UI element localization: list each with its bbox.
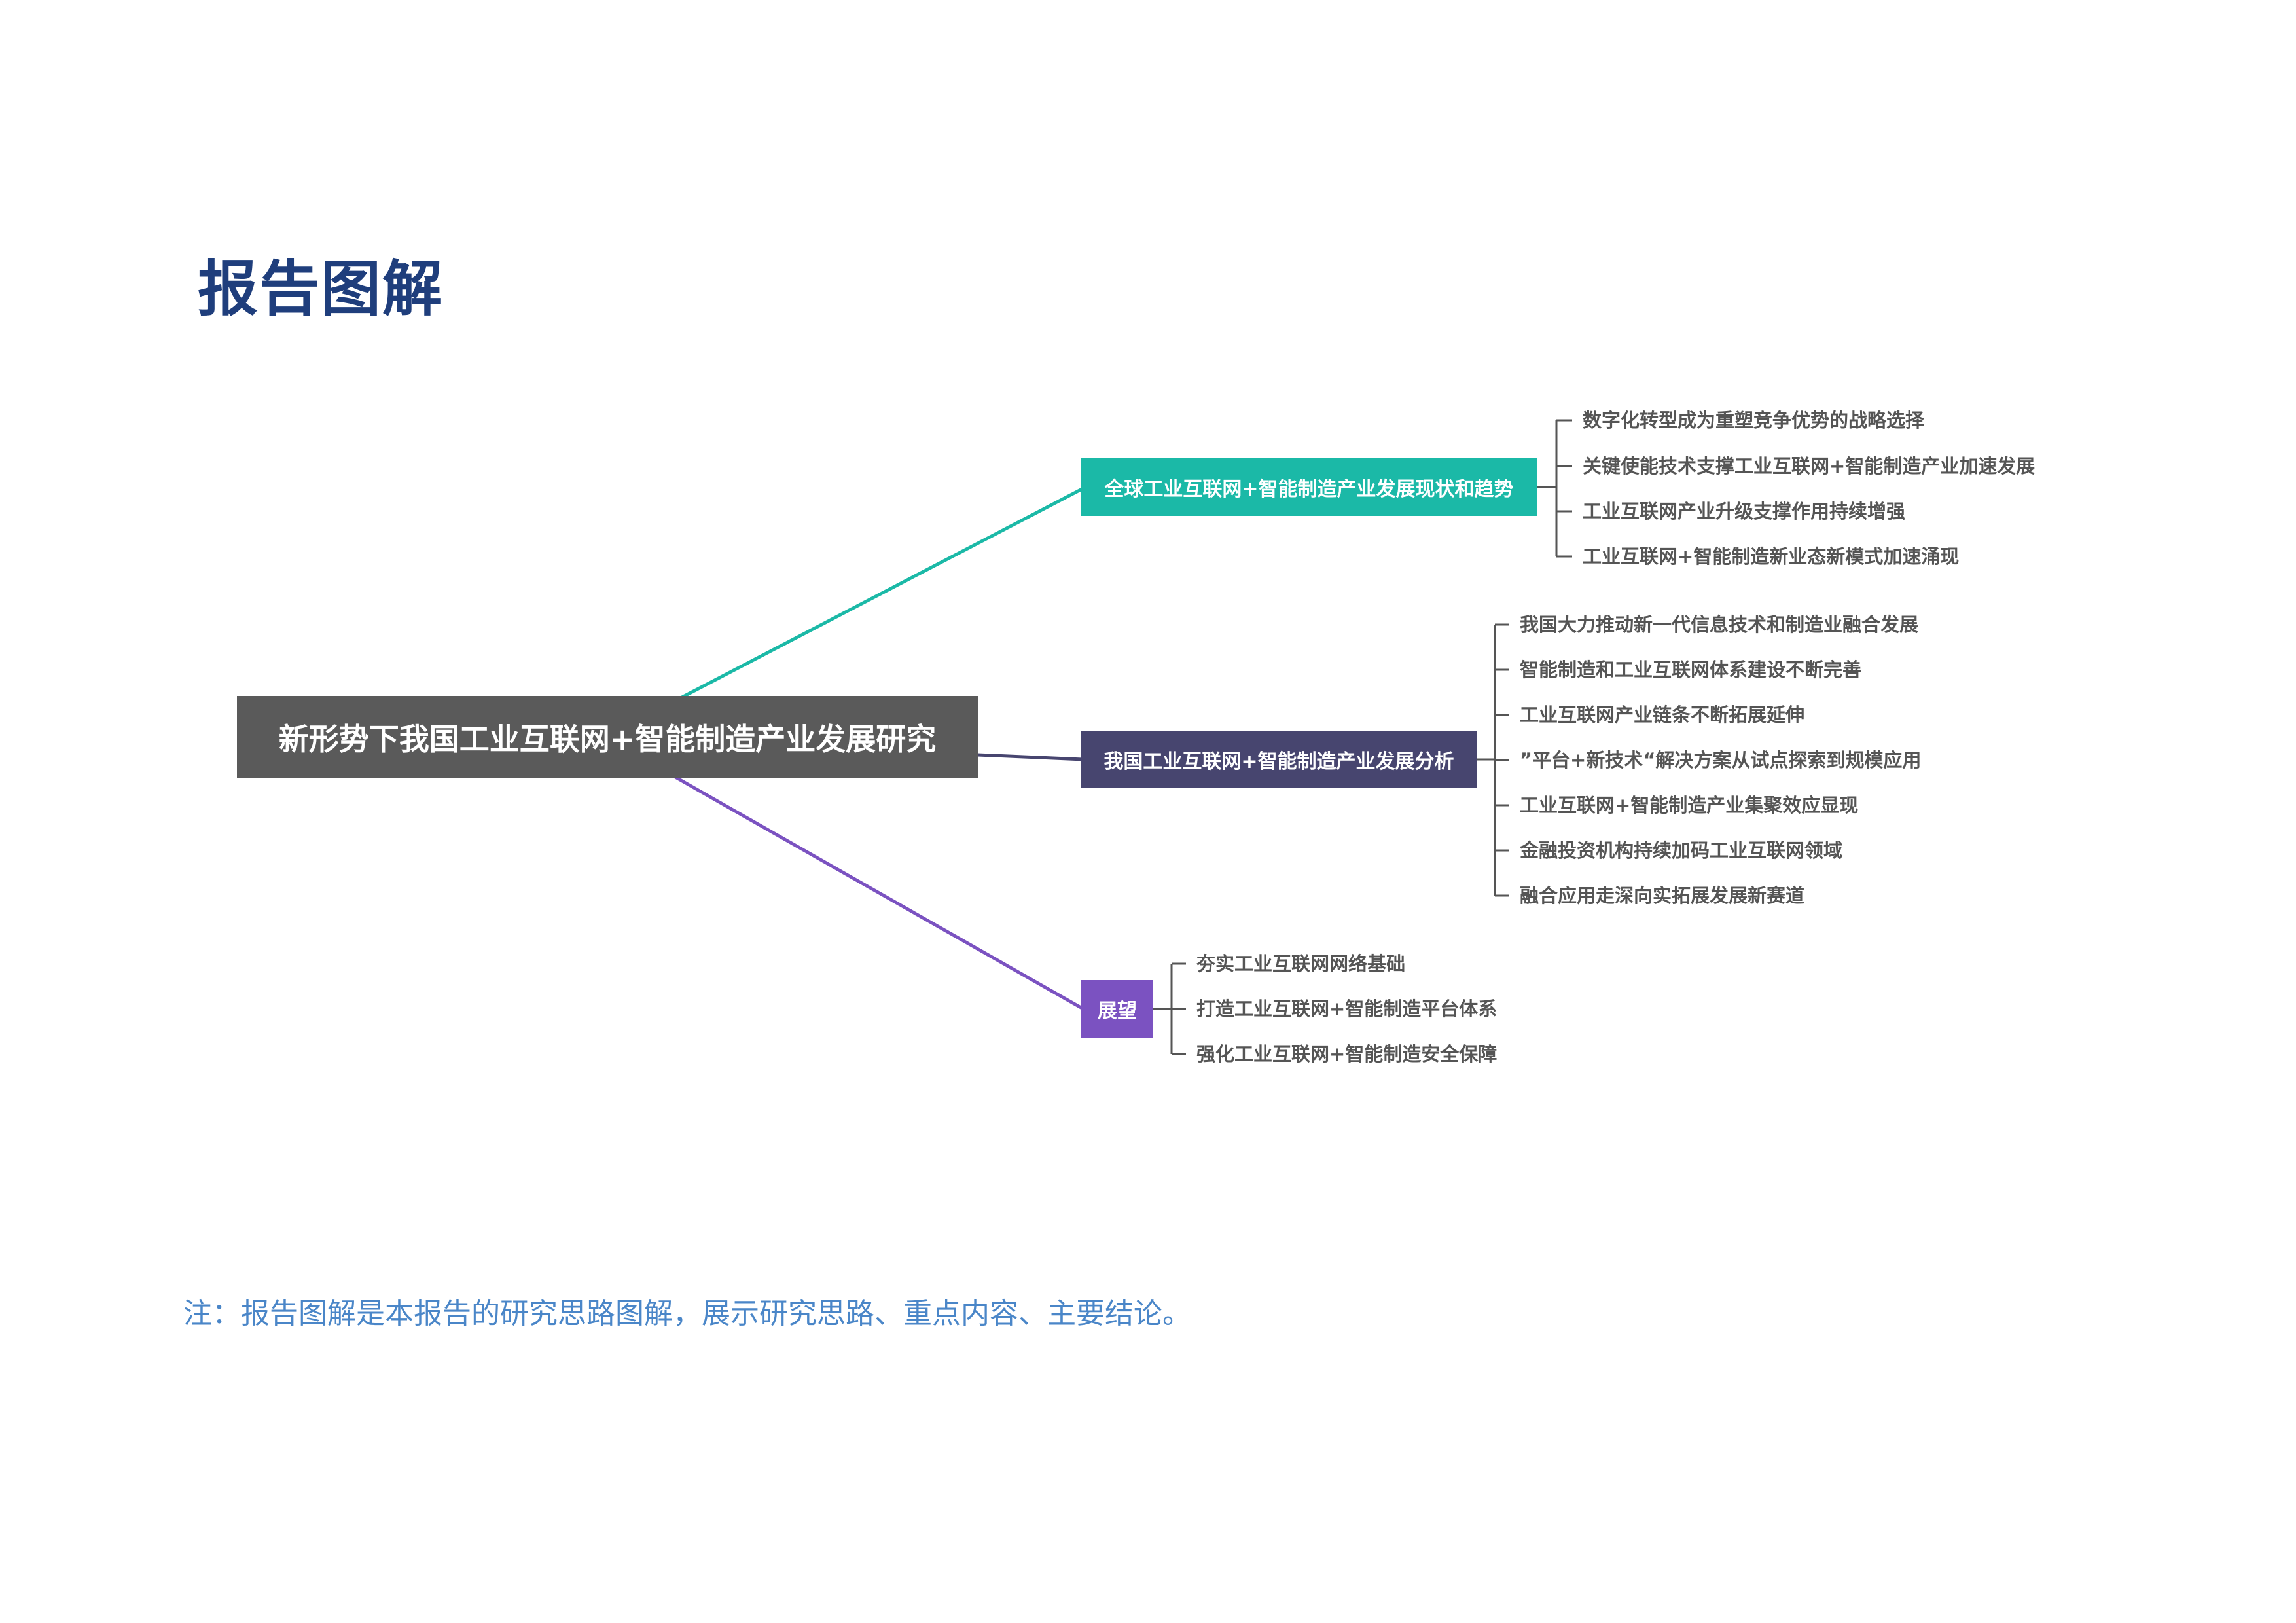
branch-domestic-analysis: 我国工业互联网+智能制造产业发展分析: [1081, 731, 1477, 788]
leaf-item: 数字化转型成为重塑竞争优势的战略选择: [1583, 409, 1925, 431]
leaf-item: 工业互联网+智能制造新业态新模式加速涌现: [1583, 545, 1960, 568]
footnote: 注：报告图解是本报告的研究思路图解，展示研究思路、重点内容、主要结论。: [183, 1297, 1191, 1330]
leaf-item: 我国大力推动新一代信息技术和制造业融合发展: [1520, 613, 1919, 636]
connector-root-branch-2: [977, 753, 1084, 761]
leaf-item: 工业互联网产业链条不断拓展延伸: [1520, 704, 1805, 726]
leaf-item: 打造工业互联网+智能制造平台体系: [1196, 998, 1498, 1020]
leaf-item: 智能制造和工业互联网体系建设不断完善: [1520, 659, 1862, 681]
connector-root-branch-1: [679, 486, 1085, 700]
bracket-branch-2: [1477, 623, 1509, 897]
leaf-item: 关键使能技术支撑工业互联网+智能制造产业加速发展: [1583, 455, 2036, 477]
leaf-item: 工业互联网产业升级支撑作用持续增强: [1583, 500, 1906, 522]
leaf-item: ”平台+新技术“解决方案从试点探索到规模应用: [1520, 749, 1922, 771]
leaf-item: 工业互联网+智能制造产业集聚效应显现: [1520, 794, 1859, 816]
leaf-item: 强化工业互联网+智能制造安全保障: [1196, 1043, 1498, 1065]
leaf-item: 融合应用走深向实拓展发展新赛道: [1520, 884, 1805, 907]
mindmap-root: 新形势下我国工业互联网+智能制造产业发展研究: [237, 696, 978, 778]
branch-outlook: 展望: [1081, 980, 1153, 1038]
bracket-branch-1: [1537, 419, 1572, 558]
branch-global-status: 全球工业互联网+智能制造产业发展现状和趋势: [1081, 458, 1537, 516]
page-title: 报告图解: [198, 253, 444, 324]
leaf-item: 夯实工业互联网网络基础: [1196, 953, 1406, 975]
bracket-branch-3: [1153, 962, 1186, 1055]
leaf-item: 金融投资机构持续加码工业互联网领域: [1520, 839, 1843, 862]
connector-root-branch-3: [673, 775, 1085, 1011]
